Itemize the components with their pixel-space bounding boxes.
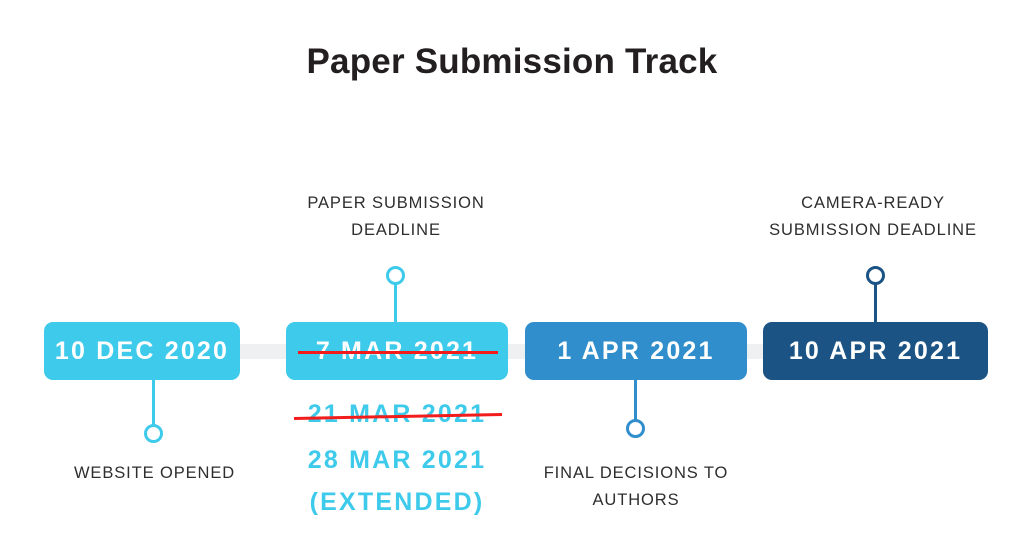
page-title: Paper Submission Track xyxy=(306,42,718,81)
connector-line-website-opened xyxy=(152,380,155,428)
milestone-date-camera-ready-deadline: 10 APR 2021 xyxy=(788,336,963,365)
milestone-revised-date-2: (EXTENDED) xyxy=(309,488,485,516)
milestone-caption-website-opened: WEBSITE OPENED xyxy=(73,464,236,482)
connector-line-final-decisions xyxy=(634,380,637,422)
milestone-pill-website-opened[interactable]: 10 DEC 2020 xyxy=(44,322,240,380)
connector-dot-website-opened xyxy=(144,424,163,443)
milestone-caption-camera-ready-deadline: CAMERA-READY SUBMISSION DEADLINE xyxy=(769,194,977,239)
timeline-track-bar xyxy=(44,344,988,359)
milestone-caption-final-decisions: FINAL DECISIONS TO AUTHORS xyxy=(543,464,729,509)
connector-dot-paper-submission-deadline xyxy=(386,266,405,285)
connector-dot-final-decisions xyxy=(626,419,645,438)
connector-dot-camera-ready-deadline xyxy=(866,266,885,285)
connector-line-paper-submission-deadline xyxy=(394,284,397,324)
strikethrough-paper-deadline-original xyxy=(298,351,498,354)
milestone-pill-final-decisions[interactable]: 1 APR 2021 xyxy=(525,322,747,380)
milestone-revised-date-1: 28 MAR 2021 xyxy=(307,446,487,474)
milestone-date-paper-submission-deadline: 7 MAR 2021 xyxy=(315,336,479,365)
milestone-pill-camera-ready-deadline[interactable]: 10 APR 2021 xyxy=(763,322,988,380)
milestone-caption-paper-submission-deadline: PAPER SUBMISSION DEADLINE xyxy=(307,194,485,239)
milestone-date-website-opened: 10 DEC 2020 xyxy=(54,336,230,365)
connector-line-camera-ready-deadline xyxy=(874,284,877,324)
milestone-date-final-decisions: 1 APR 2021 xyxy=(557,336,715,365)
